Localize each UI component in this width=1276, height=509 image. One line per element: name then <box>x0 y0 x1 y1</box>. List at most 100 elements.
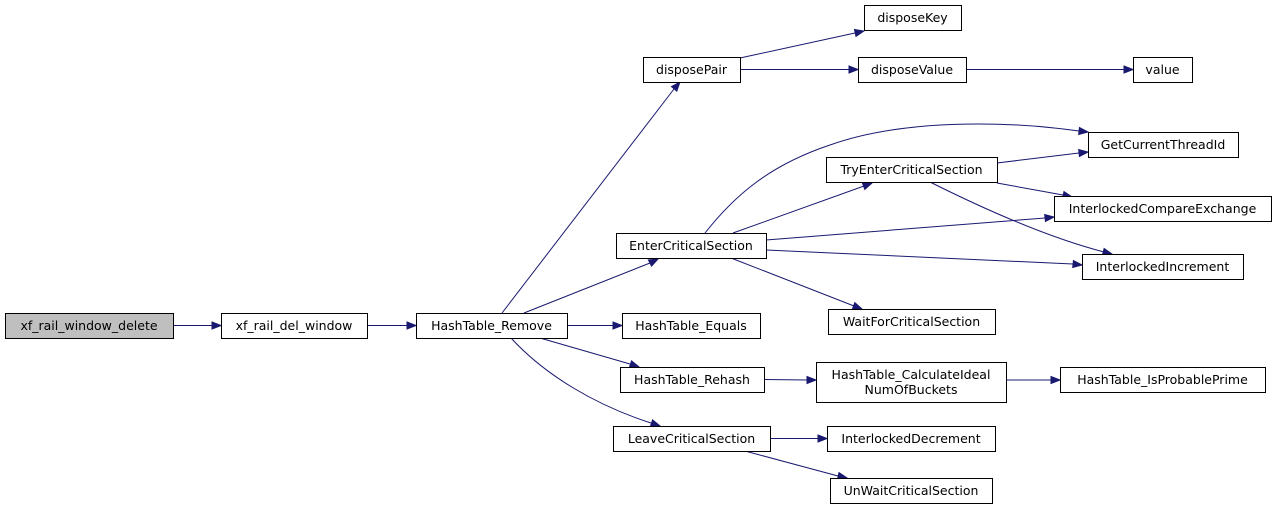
node-un-wait-critical-section[interactable]: UnWaitCriticalSection <box>830 478 993 504</box>
edge-line <box>704 123 1080 234</box>
edge-hash-table-remove-to-dispose-pair <box>501 80 681 314</box>
node-label: InterlockedDecrement <box>841 431 980 446</box>
edge-line <box>996 182 1064 196</box>
node-box <box>858 57 967 83</box>
node-box <box>416 313 568 339</box>
edges-layer <box>173 28 1135 481</box>
node-xf-rail-del-window[interactable]: xf_rail_del_window <box>221 313 368 339</box>
arrow-head-icon <box>861 182 874 191</box>
arrow-head-icon <box>1044 213 1056 223</box>
node-box <box>5 313 174 339</box>
node-interlocked-compare-exchange[interactable]: InterlockedCompareExchange <box>1054 196 1272 222</box>
node-leave-critical-section[interactable]: LeaveCriticalSection <box>613 426 771 452</box>
node-xf-rail-window-delete[interactable]: xf_rail_window_delete <box>5 313 174 339</box>
node-box <box>620 367 765 393</box>
arrow-head-icon <box>817 434 829 443</box>
node-box <box>816 362 1007 403</box>
node-wait-for-critical-section[interactable]: WaitForCriticalSection <box>828 309 996 335</box>
edge-line <box>996 152 1080 164</box>
edge-line <box>739 32 856 59</box>
node-label: HashTable_Rehash <box>634 372 750 387</box>
node-value[interactable]: value <box>1133 57 1193 83</box>
arrow-head-icon <box>851 301 864 310</box>
edge-line <box>732 185 865 234</box>
edge-line <box>510 337 652 424</box>
arrow-head-icon <box>848 65 860 74</box>
edge-hash-table-remove-to-hash-table-rehash <box>539 337 641 369</box>
edge-dispose-pair-to-dispose-key <box>739 28 866 59</box>
arrow-head-icon <box>1078 148 1090 158</box>
node-label: HashTable_Remove <box>431 318 552 333</box>
edge-line <box>730 257 855 307</box>
edge-line <box>744 450 839 477</box>
node-box <box>1054 196 1272 222</box>
node-box <box>827 426 996 452</box>
node-box <box>864 5 962 31</box>
node-label: InterlockedIncrement <box>1096 259 1230 274</box>
node-label: xf_rail_del_window <box>236 318 353 333</box>
edge-line <box>763 379 808 381</box>
arrow-head-icon <box>628 359 641 369</box>
edge-xf-rail-window-delete-to-xf-rail-del-window <box>173 321 223 330</box>
node-label: NumOfBuckets <box>865 382 958 397</box>
node-get-current-thread-id[interactable]: GetCurrentThreadId <box>1088 132 1239 158</box>
node-label: WaitForCriticalSection <box>843 314 980 329</box>
arrow-head-icon <box>406 321 418 330</box>
edge-leave-critical-section-to-un-wait-critical-section <box>744 450 849 481</box>
node-hash-table-is-probable-prime[interactable]: HashTable_IsProbablePrime <box>1060 367 1266 393</box>
edge-xf-rail-del-window-to-hash-table-remove <box>367 321 418 330</box>
edge-line <box>501 88 675 314</box>
arrow-head-icon <box>1072 259 1084 269</box>
edge-line <box>929 181 1105 253</box>
node-label: xf_rail_window_delete <box>20 318 157 333</box>
node-box <box>613 426 771 452</box>
arrow-head-icon <box>1078 126 1090 136</box>
arrow-head-icon <box>853 28 866 38</box>
edge-try-enter-critical-section-to-get-current-thread-id <box>996 148 1090 164</box>
edge-line <box>539 337 631 365</box>
node-box <box>622 313 761 339</box>
node-label: disposeValue <box>871 62 953 77</box>
node-label: HashTable_Equals <box>635 318 746 333</box>
node-box <box>826 157 998 183</box>
node-hash-table-rehash[interactable]: HashTable_Rehash <box>620 367 765 393</box>
node-box <box>1133 57 1193 83</box>
node-interlocked-decrement[interactable]: InterlockedDecrement <box>827 426 996 452</box>
arrow-head-icon <box>1050 375 1062 385</box>
node-hash-table-remove[interactable]: HashTable_Remove <box>416 313 568 339</box>
node-hash-table-equals[interactable]: HashTable_Equals <box>622 313 761 339</box>
edge-enter-critical-section-to-try-enter-critical-section <box>732 182 874 234</box>
node-label: disposeKey <box>877 10 948 25</box>
node-dispose-key[interactable]: disposeKey <box>864 5 962 31</box>
node-try-enter-critical-section[interactable]: TryEnterCriticalSection <box>826 157 998 183</box>
node-dispose-pair[interactable]: disposePair <box>643 57 741 83</box>
node-box <box>643 57 741 83</box>
edge-line <box>523 262 651 314</box>
edge-line <box>765 217 1046 241</box>
node-label: LeaveCriticalSection <box>628 431 755 446</box>
edge-hash-table-rehash-to-hash-table-calculate-ideal-num-of-buckets <box>763 375 818 385</box>
arrow-head-icon <box>806 375 818 385</box>
edge-hash-table-remove-to-hash-table-equals <box>567 321 624 330</box>
node-label: HashTable_IsProbablePrime <box>1077 372 1248 387</box>
edge-hash-table-remove-to-enter-critical-section <box>523 258 660 314</box>
edge-leave-critical-section-to-interlocked-decrement <box>770 434 829 443</box>
node-enter-critical-section[interactable]: EnterCriticalSection <box>616 233 767 259</box>
node-label: EnterCriticalSection <box>629 238 753 253</box>
arrow-head-icon <box>670 80 681 92</box>
node-box <box>1060 367 1266 393</box>
node-label: UnWaitCriticalSection <box>844 483 979 498</box>
node-box <box>1088 132 1239 158</box>
edge-enter-critical-section-to-wait-for-critical-section <box>730 257 864 310</box>
edge-enter-critical-section-to-interlocked-compare-exchange <box>765 213 1056 241</box>
node-dispose-value[interactable]: disposeValue <box>858 57 967 83</box>
edge-enter-critical-section-to-interlocked-increment <box>765 249 1084 269</box>
node-label: disposePair <box>656 62 728 77</box>
arrow-head-icon <box>649 418 662 428</box>
node-interlocked-increment[interactable]: InterlockedIncrement <box>1082 254 1244 280</box>
node-label: HashTable_CalculateIdeal <box>832 367 991 382</box>
arrow-head-icon <box>1123 65 1135 74</box>
node-label: InterlockedCompareExchange <box>1069 201 1257 216</box>
